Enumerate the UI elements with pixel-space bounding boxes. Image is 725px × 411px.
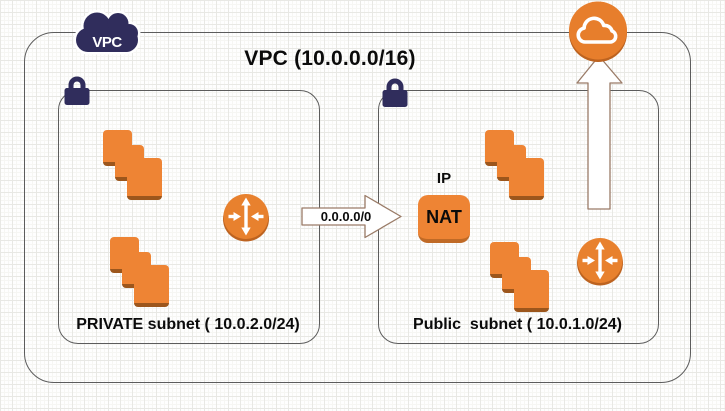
lock-icon: [64, 76, 90, 105]
instance-stack-icon: [110, 237, 172, 311]
lock-icon: [382, 78, 408, 107]
instance-card: [509, 158, 544, 200]
route-arrow-label: 0.0.0.0/0: [321, 209, 372, 224]
instance-card: [134, 265, 169, 307]
instance-card: [127, 158, 162, 200]
instance-stack-icon: [103, 130, 165, 204]
private-subnet-box: [58, 90, 320, 344]
ip-label: IP: [436, 170, 452, 187]
instance-stack-icon: [485, 130, 547, 204]
internet-arrow: [576, 55, 623, 210]
instance-card: [514, 270, 549, 312]
router-icon: [223, 194, 269, 242]
vpc-cloud-label: VPC: [92, 34, 122, 51]
vpc-cloud-icon: VPC: [73, 10, 141, 55]
public-subnet-label: Public subnet ( 10.0.1.0/24): [413, 316, 622, 333]
router-icon: [577, 238, 623, 286]
instance-stack-icon: [490, 242, 552, 316]
vpc-boundary: [24, 32, 691, 383]
nat-box: NAT: [418, 195, 470, 243]
route-arrow: 0.0.0.0/0: [301, 194, 402, 239]
private-subnet-label: PRIVATE subnet ( 10.0.2.0/24): [76, 316, 300, 333]
internet-cloud-icon: [569, 1, 627, 62]
vpc-cidr-title: VPC (10.0.0.0/16): [244, 47, 416, 70]
nat-label: NAT: [426, 207, 462, 227]
